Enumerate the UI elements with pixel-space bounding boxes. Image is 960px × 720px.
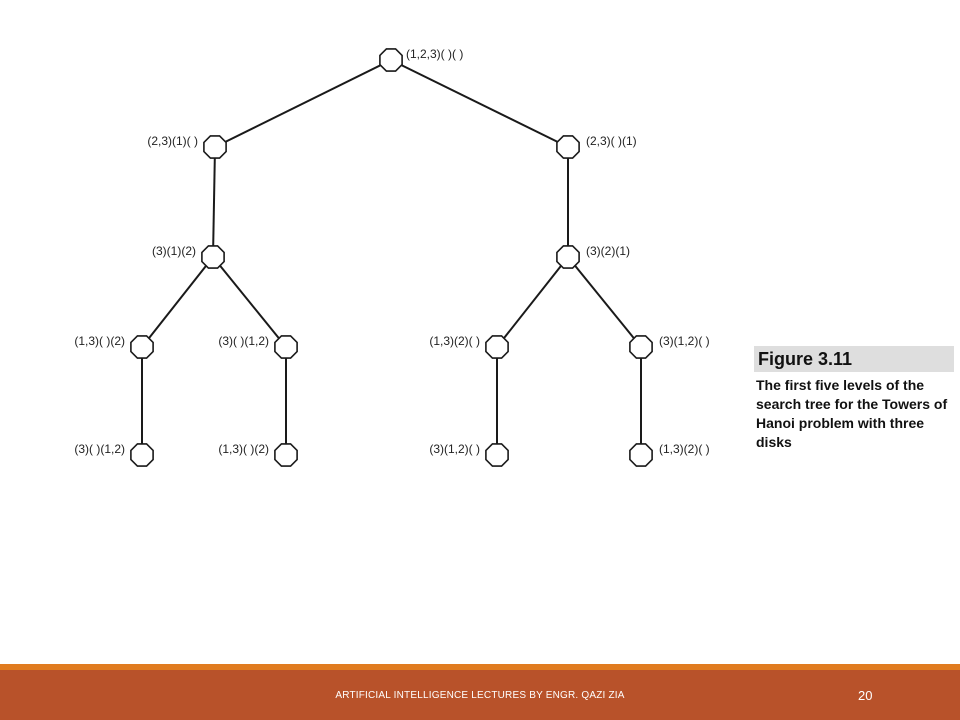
tree-node-l1-left	[203, 135, 227, 159]
tree-node-label: (2,3)(1)( )	[147, 134, 198, 148]
tree-node-label: (3)(1,2)( )	[429, 442, 480, 456]
tree-node-l4-d	[629, 443, 653, 467]
tree-node-l4-c	[485, 443, 509, 467]
search-tree-diagram: (1,2,3)( )( ) (2,3)(1)( ) (2,3)( )(1) (3)(1…	[74, 47, 710, 467]
tree-node-label: (1,3)( )(2)	[218, 442, 269, 456]
tree-node-label: (2,3)( )(1)	[586, 134, 637, 148]
tree-node-label: (1,2,3)( )( )	[406, 47, 463, 61]
tree-node-label: (1,3)(2)( )	[659, 442, 710, 456]
figure-caption-text: The first five levels of the search tree…	[756, 377, 948, 450]
tree-node-l1-right	[556, 135, 580, 159]
tree-node-l4-a	[130, 443, 154, 467]
tree-node-l2-left	[201, 245, 225, 269]
tree-node-l3-b	[274, 335, 298, 359]
tree-node-label: (3)(1)(2)	[152, 244, 196, 258]
page-number: 20	[858, 688, 873, 703]
footer-text: ARTIFICIAL INTELLIGENCE LECTURES BY ENGR…	[335, 690, 625, 701]
tree-node-label: (1,3)(2)( )	[429, 334, 480, 348]
tree-node-label: (3)(2)(1)	[586, 244, 630, 258]
tree-node-l4-b	[274, 443, 298, 467]
figure-caption-title: Figure 3.11	[754, 346, 954, 372]
tree-edge	[496, 256, 569, 348]
tree-edge	[141, 256, 214, 348]
tree-node-label: (3)( )(1,2)	[74, 442, 125, 456]
footer-accent-line	[0, 664, 960, 670]
tree-node-l3-d	[629, 335, 653, 359]
tree-node-l3-c	[485, 335, 509, 359]
tree-node-label: (3)(1,2)( )	[659, 334, 710, 348]
footer-bar: ARTIFICIAL INTELLIGENCE LECTURES BY ENGR…	[0, 670, 960, 720]
tree-node-root	[379, 48, 403, 72]
tree-edge	[567, 256, 642, 348]
tree-edge	[212, 146, 216, 258]
tree-node-label: (3)( )(1,2)	[218, 334, 269, 348]
tree-node-label: (1,3)( )(2)	[74, 334, 125, 348]
tree-edge	[212, 256, 287, 348]
figure-caption: Figure 3.11 The first five levels of the…	[754, 346, 954, 452]
tree-edge	[390, 59, 569, 148]
tree-edge	[214, 59, 392, 148]
tree-node-l2-right	[556, 245, 580, 269]
tree-node-l3-a	[130, 335, 154, 359]
